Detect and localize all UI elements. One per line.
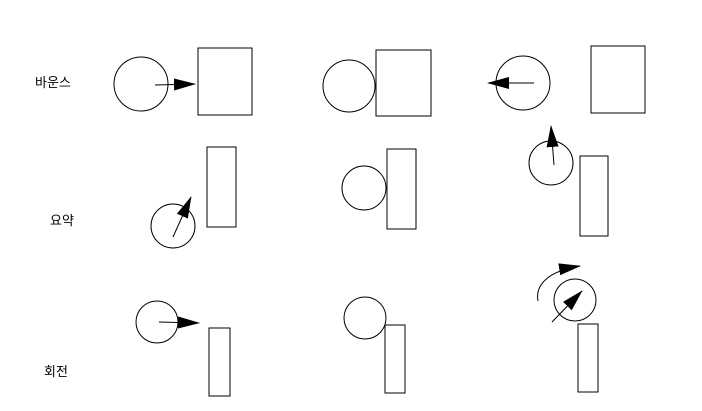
summary-frame-approach <box>150 146 237 249</box>
wall-rect <box>590 45 646 114</box>
wall-rect <box>579 155 609 237</box>
ball-circle <box>341 165 387 211</box>
wall-rect <box>375 49 432 117</box>
row-label-bounce: 바운스 <box>35 76 71 91</box>
summary-frame-contact <box>341 148 417 230</box>
wall-rect <box>577 323 599 393</box>
velocity-arrow <box>546 125 559 166</box>
rotate-frame-rebound <box>537 263 599 393</box>
ball-circle <box>553 278 597 322</box>
ball-circle <box>322 59 376 113</box>
bounce-frame-contact <box>322 49 432 117</box>
row-label-summary: 요약 <box>50 214 74 229</box>
wall-rect <box>206 146 237 228</box>
summary-frame-rebound <box>528 125 609 237</box>
velocity-arrow <box>154 78 196 91</box>
rotate-frame-approach <box>135 300 231 397</box>
wall-rect <box>386 148 417 230</box>
wall-rect <box>208 327 231 397</box>
wall-rect <box>197 47 253 116</box>
rotate-frame-contact <box>343 296 406 394</box>
velocity-arrow <box>158 316 200 329</box>
ball-circle <box>150 203 196 249</box>
velocity-arrow <box>551 290 583 323</box>
ball-circle <box>113 56 169 112</box>
bounce-frame-rebound <box>487 45 646 114</box>
wall-rect <box>384 324 406 394</box>
ball-circle <box>343 296 387 340</box>
ball-circle <box>528 140 574 186</box>
bounce-frame-approach <box>113 47 253 116</box>
row-label-rotate: 회전 <box>44 365 68 380</box>
velocity-arrow <box>172 196 192 238</box>
spin-arrow <box>537 263 581 302</box>
